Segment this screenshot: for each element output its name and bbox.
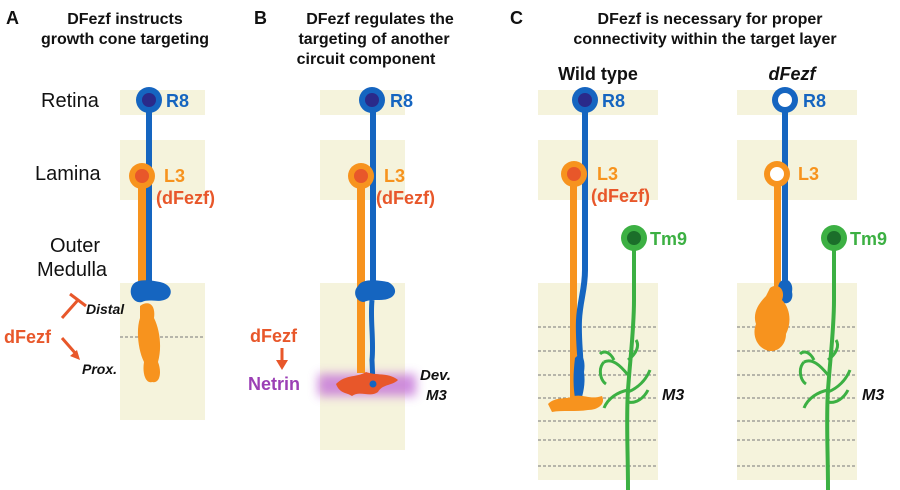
netrin-label: Netrin — [248, 374, 300, 394]
medulla-layer — [538, 283, 658, 480]
panel-b-letter: B — [254, 8, 267, 28]
l3-label: L3 — [164, 166, 185, 186]
l3-nucleus — [567, 167, 581, 181]
medulla-layer — [737, 283, 857, 480]
l3-axon — [357, 178, 365, 373]
dfezf-label: dFezf — [4, 327, 52, 347]
r8-growth-cone — [130, 280, 171, 303]
r8-label: R8 — [390, 91, 413, 111]
r8-axon — [370, 100, 376, 290]
region-retina-label: Retina — [41, 90, 100, 112]
r8-filopodium — [368, 299, 376, 385]
panel-a-letter: A — [6, 8, 19, 28]
panel-b-title-line3: circuit component — [297, 51, 436, 68]
activate-arrow — [60, 337, 78, 355]
medulla-sublayer-lines — [538, 326, 658, 467]
mutant-column: dFezf — [737, 64, 887, 490]
l3-terminal — [548, 395, 604, 412]
r8-nucleus — [578, 93, 592, 107]
panel-c-letter: C — [510, 8, 523, 28]
mutant-title: dFezf — [769, 64, 818, 84]
l3-label: L3 — [798, 164, 819, 184]
r8-growth-cone — [355, 280, 396, 302]
r8-axon — [146, 100, 152, 290]
l3-axon — [774, 178, 781, 288]
panel-b-title-line1: DFezf regulates the — [306, 11, 454, 28]
panel-a-title-line1: DFezf instructs — [67, 11, 183, 28]
wild-type-title: Wild type — [558, 64, 638, 84]
inhibit-bar — [69, 292, 87, 308]
dfezf-label: dFezf — [250, 326, 298, 346]
retina-layer — [538, 90, 658, 115]
m3-label: M3 — [862, 387, 884, 404]
panel-b-title-line2: targeting of another — [298, 31, 449, 48]
retina-layer — [120, 90, 205, 115]
l3-terminal — [754, 285, 790, 352]
panel-c-title-line2: connectivity within the target layer — [573, 31, 836, 48]
inhibit-arrow — [60, 299, 80, 319]
lamina-layer — [538, 140, 658, 200]
medulla-layer — [120, 283, 205, 420]
tm9-label: Tm9 — [650, 229, 687, 249]
tm9-arbor — [598, 339, 652, 409]
l3-nucleus — [770, 167, 784, 181]
r8-label: R8 — [803, 91, 826, 111]
tm9-nucleus — [627, 231, 641, 245]
dfezf-to-netrin-arrowhead — [276, 360, 288, 370]
l3-nucleus — [354, 169, 368, 183]
dfezf-paren-label: (dFezf) — [156, 188, 215, 208]
panel-a: A DFezf instructs growth cone targeting … — [4, 8, 215, 420]
region-outer-label: Outer — [50, 235, 100, 257]
panel-c: C DFezf is necessary for proper connecti… — [510, 8, 887, 490]
l3-growth-cone — [137, 303, 161, 383]
r8-nucleus — [365, 93, 379, 107]
l3-nucleus — [135, 169, 149, 183]
r8-tip — [369, 380, 377, 388]
m3-label: M3 — [662, 387, 684, 404]
tm9-arbor — [798, 339, 852, 409]
lamina-layer — [737, 140, 857, 200]
activate-arrowhead — [70, 350, 80, 360]
dfezf-paren-label: (dFezf) — [376, 188, 435, 208]
dfezf-paren-label: (dFezf) — [591, 186, 650, 206]
r8-label: R8 — [602, 91, 625, 111]
l3-growth-cone — [336, 372, 398, 396]
region-lamina-label: Lamina — [35, 163, 101, 185]
l3-axon — [570, 178, 577, 408]
dev-label: Dev. — [420, 367, 451, 384]
tm9-label: Tm9 — [850, 229, 887, 249]
panel-a-title-line2: growth cone targeting — [41, 31, 209, 48]
r8-nucleus — [778, 93, 792, 107]
m3-label: M3 — [426, 387, 447, 404]
distal-label: Distal — [86, 301, 125, 317]
r8-label: R8 — [166, 91, 189, 111]
panel-c-title-line1: DFezf is necessary for proper — [598, 11, 823, 28]
tm9-nucleus — [827, 231, 841, 245]
l3-axon — [138, 178, 146, 288]
region-medulla-label: Medulla — [37, 259, 108, 281]
wild-type-column: Wild type — [538, 64, 687, 490]
r8-nucleus — [142, 93, 156, 107]
panel-b: B DFezf regulates the targeting of anoth… — [248, 8, 454, 450]
prox-label: Prox. — [82, 361, 117, 377]
l3-label: L3 — [384, 166, 405, 186]
l3-label: L3 — [597, 164, 618, 184]
